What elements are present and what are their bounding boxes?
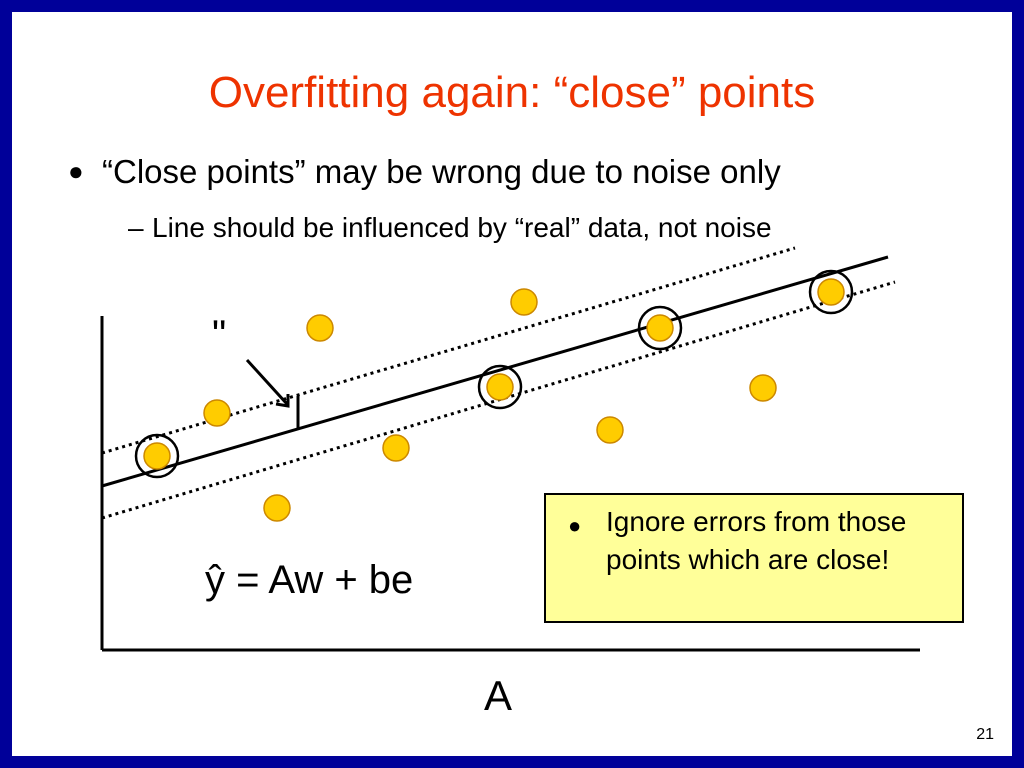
sub-bullet-marker: – — [128, 212, 144, 243]
data-points — [143, 278, 845, 522]
bullet-close-points: ● “Close points” may be wrong due to nois… — [68, 153, 781, 191]
callout-marker: ● — [568, 513, 582, 538]
data-point — [382, 434, 410, 462]
data-point — [749, 374, 777, 402]
data-point — [263, 494, 291, 522]
epsilon-arrow — [245, 358, 289, 406]
epsilon-arrow-head — [275, 394, 290, 408]
data-point — [306, 314, 334, 342]
close-point-ring — [477, 364, 523, 410]
data-point — [817, 278, 845, 306]
data-point — [596, 416, 624, 444]
data-point — [510, 288, 538, 316]
data-point — [143, 442, 171, 470]
close-point-rings — [134, 269, 854, 479]
data-point — [486, 373, 514, 401]
bullet-text: “Close points” may be wrong due to noise… — [102, 153, 781, 190]
close-point-ring — [134, 433, 180, 479]
slide-title: Overfitting again: “close” points — [208, 68, 816, 117]
close-point-ring — [808, 269, 854, 315]
callout-box: ● Ignore errors from those points which … — [544, 493, 964, 623]
x-axis-label: A — [484, 672, 512, 719]
regression-line — [101, 255, 889, 488]
data-point — [203, 399, 231, 427]
sub-bullet-real-data: –Line should be influenced by “real” dat… — [128, 212, 772, 244]
epsilon-label: " — [212, 313, 226, 357]
sub-bullet-text: Line should be influenced by “real” data… — [152, 212, 772, 243]
regression-equation: ŷ = Aw + be — [205, 558, 413, 602]
close-point-ring — [637, 305, 683, 351]
data-point — [646, 314, 674, 342]
callout-text: Ignore errors from those points which ar… — [606, 506, 907, 575]
upper-margin-line — [101, 246, 796, 455]
page-number: 21 — [976, 726, 994, 743]
bullet-marker: ● — [68, 156, 84, 186]
